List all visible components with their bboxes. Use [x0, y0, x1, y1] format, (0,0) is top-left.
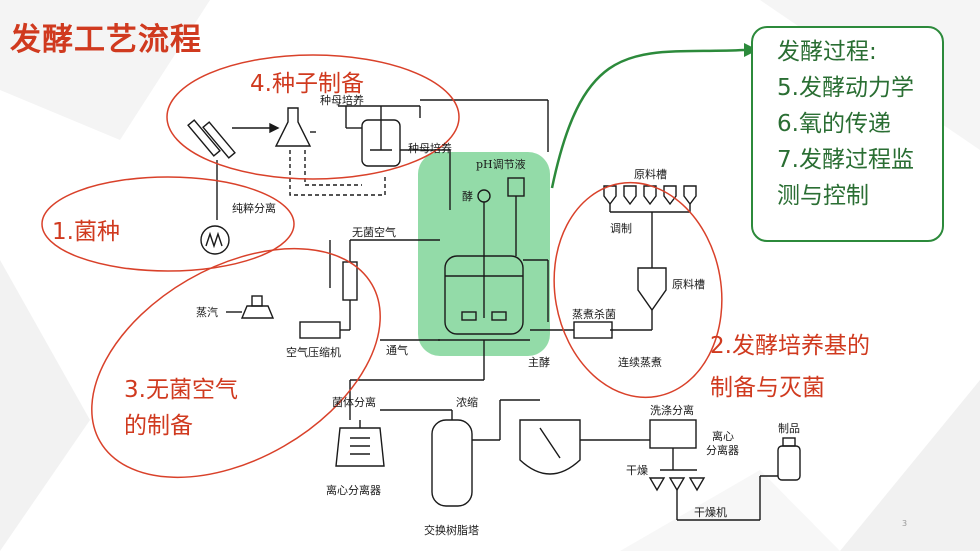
crystallizer-icon — [519, 419, 581, 475]
label-sterile-air: 无菌空气 — [352, 225, 396, 239]
raw-material-tanks — [603, 185, 697, 206]
label-centrifuge-left: 离心分离器 — [326, 483, 381, 497]
label-product: 制品 — [778, 422, 800, 435]
stage-seed: 4.种子制备 — [250, 71, 364, 97]
label-steam: 蒸汽 — [196, 305, 218, 319]
seed-ellipse — [166, 54, 460, 180]
sterilizer-icon — [573, 321, 613, 339]
ion-exchange-column-icon — [431, 419, 473, 507]
stage-air-line1: 3.无菌空气 — [124, 377, 238, 403]
label-centrifuge-right-2: 分离器 — [706, 443, 739, 457]
stage-strain: 1.菌种 — [52, 219, 120, 245]
label-ion-exchange: 交换树脂塔 — [424, 523, 479, 537]
stage-medium-line2: 制备与灭菌 — [710, 375, 825, 401]
label-seed-culture: 种母培养 — [408, 141, 452, 155]
label-wash-separation: 洗涤分离 — [650, 403, 694, 417]
label-ph-adjust: pH调节液 — [476, 157, 526, 171]
strain-ellipse — [41, 176, 295, 272]
label-dryer: 干燥机 — [694, 505, 727, 519]
air-ellipse — [91, 247, 381, 479]
label-drying: 干燥 — [626, 464, 648, 477]
fermentation-item: 5.发酵动力学 — [777, 75, 914, 101]
fermentation-process-box: 发酵过程: 5.发酵动力学 6.氧的传递 7.发酵过程监 测与控制 — [751, 26, 944, 242]
fermentation-item: 测与控制 — [777, 183, 869, 209]
label-continuous-cook: 连续蒸煮 — [618, 355, 662, 369]
label-main-ferment: 主酵 — [528, 356, 550, 369]
label-cell-separation: 菌体分离 — [332, 395, 376, 409]
steam-icon — [240, 305, 275, 319]
label-mixing: 调制 — [610, 222, 632, 235]
stage-air-line2: 的制备 — [124, 413, 193, 439]
medium-ellipse — [553, 181, 723, 399]
coil-icon — [200, 225, 230, 255]
centrifuge-left-icon — [335, 427, 385, 467]
slide-title: 发酵工艺流程 — [10, 22, 202, 58]
label-air-compressor: 空气压缩机 — [286, 345, 341, 359]
air-compressor-icon — [299, 321, 341, 339]
flask-icon — [274, 107, 312, 147]
label-raw-tank: 原料槽 — [672, 277, 705, 291]
label-centrifuge-right-1: 离心 — [712, 429, 734, 443]
label-seed-culture-top: 种母培养 — [320, 93, 364, 107]
label-concentrate: 浓缩 — [456, 396, 478, 409]
product-bottle-icon — [777, 445, 801, 481]
test-tube-icon — [187, 119, 221, 157]
air-filter-icon — [342, 261, 358, 301]
stage-medium-line1: 2.发酵培养基的 — [710, 333, 870, 359]
fermentation-arrow — [550, 48, 745, 189]
raw-tank-icon — [637, 267, 667, 312]
label-aeration: 通气 — [386, 343, 408, 357]
label-enzyme: 酵 — [462, 190, 473, 203]
label-steam-sterilize: 蒸煮杀菌 — [572, 307, 616, 321]
fermentation-heading: 发酵过程: — [777, 39, 877, 65]
label-pure-isolation: 纯粹分离 — [232, 201, 276, 215]
centrifuge-right-icon — [649, 419, 697, 449]
fermentation-item: 7.发酵过程监 — [777, 147, 914, 173]
fermentation-item: 6.氧的传递 — [777, 111, 891, 137]
label-raw-tank-top: 原料槽 — [634, 167, 667, 181]
page-number: 3 — [902, 519, 908, 528]
